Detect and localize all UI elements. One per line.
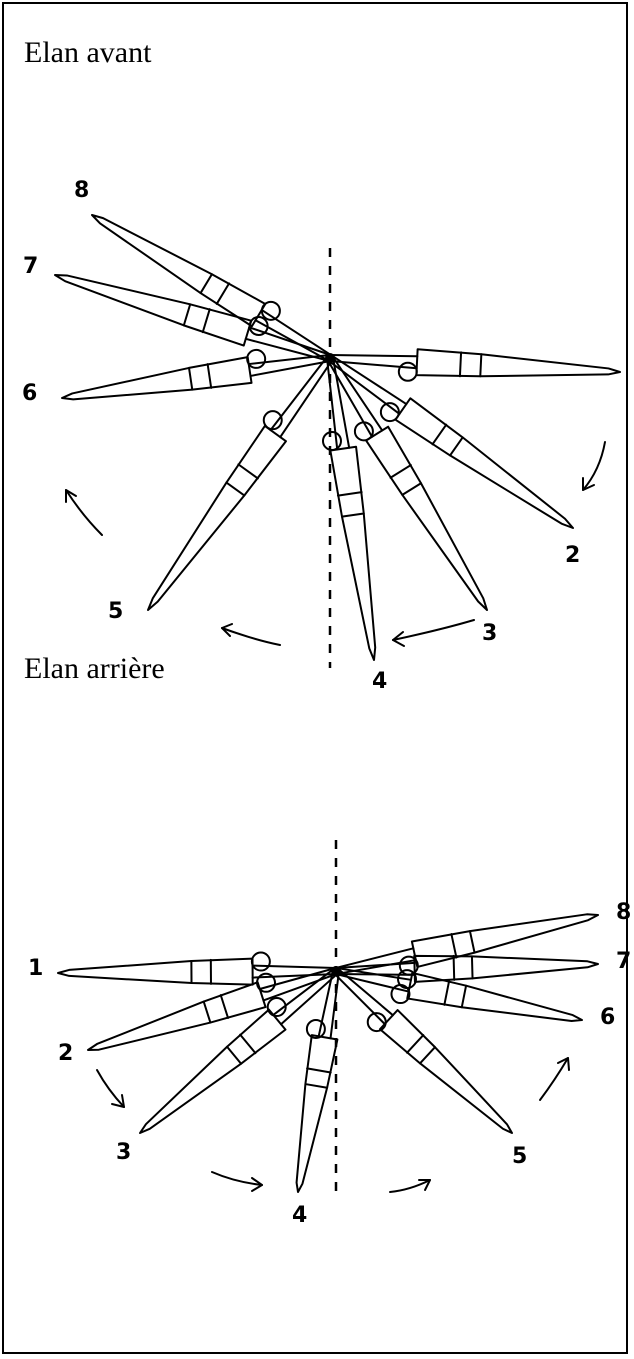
gymnast-position-6: [62, 350, 330, 399]
gymnast-position-2: [88, 968, 337, 1050]
gymnast-position-1: [330, 349, 620, 381]
position-number-8: 8: [616, 900, 631, 925]
position-number-7: 7: [23, 254, 38, 279]
labels-backward: 1 2 3 4 5 6 7 8: [28, 900, 631, 1228]
motion-arrow-2: [393, 620, 474, 640]
position-number-8: 8: [74, 178, 89, 203]
position-number-2: 2: [565, 543, 580, 568]
motion-arrow-6: [212, 1172, 262, 1185]
gymnast-position-5: [148, 356, 332, 610]
gymnast-position-2: [328, 356, 573, 528]
position-number-5: 5: [108, 599, 123, 624]
position-number-7: 7: [616, 949, 631, 974]
position-number-3: 3: [116, 1140, 131, 1165]
position-number-3: 3: [482, 621, 497, 646]
motion-arrow-8: [540, 1058, 568, 1100]
gymnast-position-8: [92, 215, 332, 361]
motion-arrow-4: [66, 490, 102, 535]
gymnast-position-5: [334, 969, 512, 1133]
position-number-5: 5: [512, 1144, 527, 1169]
position-number-2: 2: [58, 1041, 73, 1066]
motion-arrow-1: [583, 442, 605, 490]
position-number-6: 6: [600, 1005, 615, 1030]
figures-forward: [55, 215, 620, 660]
gymnast-position-3: [140, 969, 338, 1133]
motion-arrow-7: [390, 1180, 430, 1192]
motion-arrow-5: [97, 1070, 124, 1107]
position-number-4: 4: [372, 669, 387, 694]
position-number-4: 4: [292, 1203, 307, 1228]
backward-swing-panel: 1 2 3 4 5 6 7 8: [28, 840, 631, 1228]
gymnast-position-3: [327, 356, 487, 610]
position-number-6: 6: [22, 381, 37, 406]
position-number-1: 1: [28, 956, 43, 981]
